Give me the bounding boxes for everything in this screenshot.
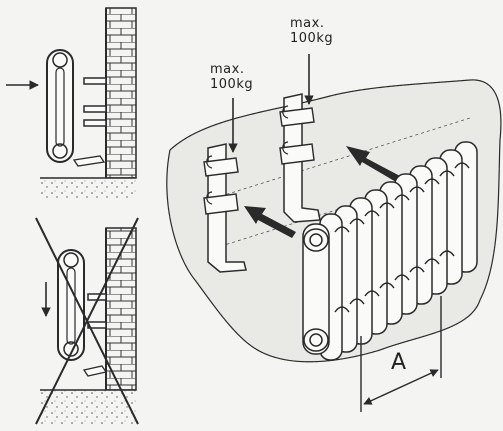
dimension-a: [360, 296, 442, 412]
load-label-left-line1: max.: [210, 62, 245, 77]
load-label-right-line1: max.: [290, 16, 325, 31]
bracket-left: [203, 143, 247, 273]
panel-wall-assembly: [166, 54, 502, 412]
radiator-front-view: [302, 141, 478, 361]
insert-arrow-lower-icon: [244, 206, 296, 238]
panel-correct-mounting: [6, 7, 137, 198]
insert-arrow-upper-icon: [346, 146, 400, 182]
load-label-right: max. 100kg: [290, 16, 333, 46]
floor-top: [40, 178, 136, 198]
bracket-right: [279, 93, 321, 223]
panel-wrong-mounting: [35, 217, 139, 425]
load-label-left: max. 100kg: [210, 62, 253, 92]
wall-brackets-top: [72, 77, 107, 167]
floor-bottom: [40, 390, 136, 424]
dimension-label: A: [391, 350, 407, 375]
radiator-side-view: [46, 49, 74, 163]
brick-wall-top: [105, 7, 137, 179]
load-label-left-line2: 100kg: [210, 77, 254, 92]
forbidden-cross-icon: [35, 217, 139, 425]
load-label-right-line2: 100kg: [290, 31, 334, 46]
